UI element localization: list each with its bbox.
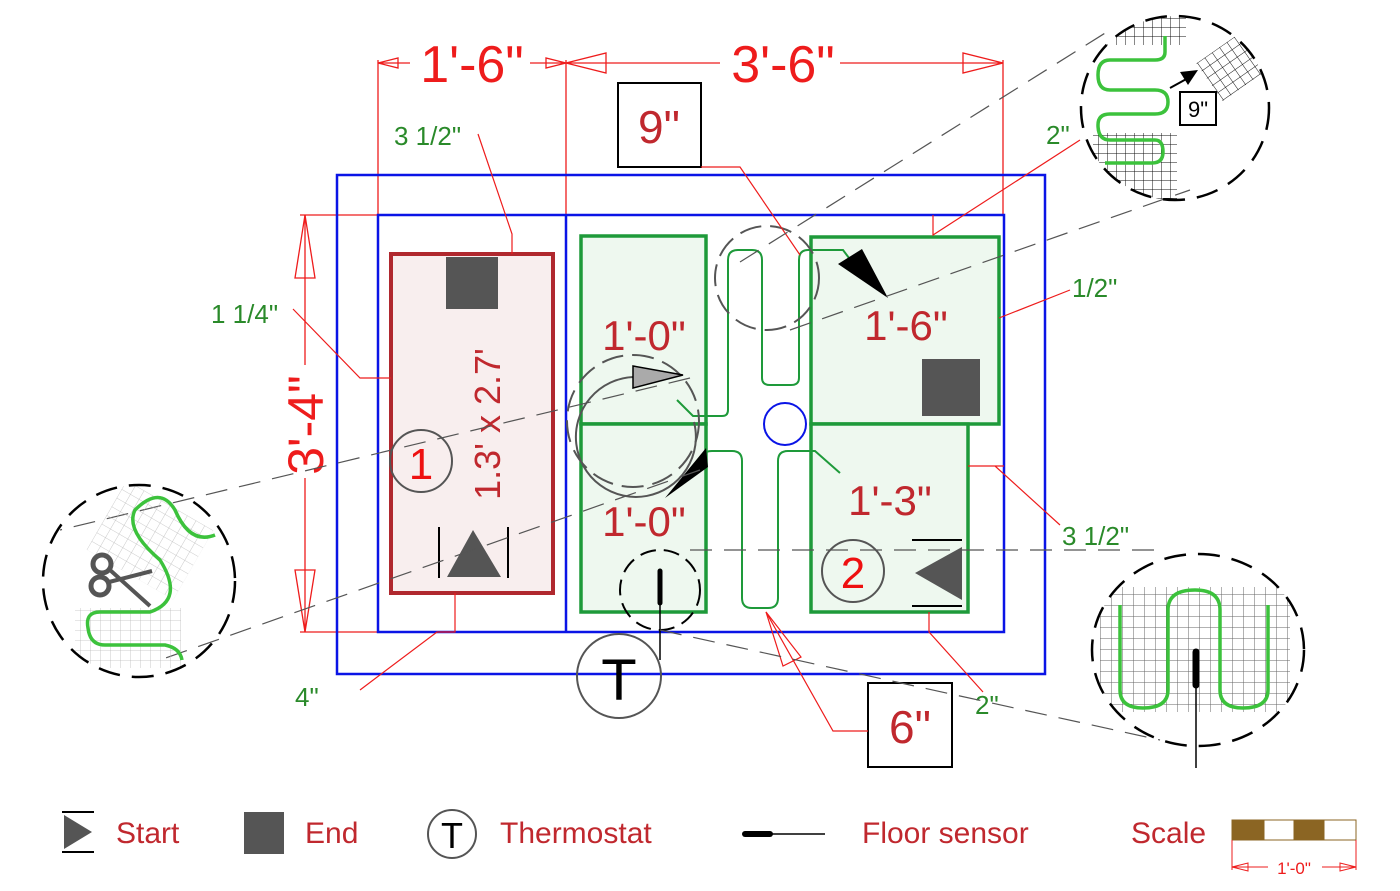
legend-scale-label: Scale xyxy=(1131,817,1206,850)
legend-floor-sensor-label: Floor sensor xyxy=(862,817,1029,850)
thermostat-legend-symbol: T xyxy=(441,815,463,856)
zone-1-size: 1.3' x 2.7' xyxy=(467,348,508,500)
mat-label: 1'-0" xyxy=(602,498,686,545)
end-marker-icon xyxy=(922,359,980,416)
callout-9in-text: 9" xyxy=(638,101,680,153)
gap-right-lower: 3 1/2" xyxy=(1062,521,1129,551)
gap-left: 1 1/4" xyxy=(211,299,278,329)
gap-top-right: 2" xyxy=(1046,120,1070,150)
scale-bar xyxy=(1231,819,1357,872)
thermostat-icon[interactable]: T xyxy=(576,633,662,719)
legend-thermostat: T Thermostat xyxy=(427,809,652,859)
direction-arrow-icon xyxy=(665,448,708,498)
outer-wall xyxy=(335,173,1047,676)
detail-circle xyxy=(714,225,820,331)
dimension-left-height: 3'-4" xyxy=(278,375,334,475)
legend-floor-sensor: Floor sensor xyxy=(742,817,1029,850)
zone-1[interactable]: 1.3' x 2.7' 1 xyxy=(389,252,555,595)
gap-right-upper: 1/2" xyxy=(1072,273,1117,303)
callout-6in: 6" xyxy=(765,611,953,768)
mat-lower-right[interactable]: 1'-3" 2 xyxy=(809,422,970,614)
thermostat-symbol: T xyxy=(601,648,636,713)
legend-thermostat-label: Thermostat xyxy=(500,817,652,850)
detail-scissors xyxy=(41,483,237,679)
detail-floor-sensor xyxy=(1090,552,1306,768)
gap-bottom-right: 2" xyxy=(975,690,999,720)
zone-1-number: 1 xyxy=(409,440,433,489)
end-marker-icon xyxy=(446,257,498,309)
heating-cable xyxy=(676,249,853,417)
legend-start: Start xyxy=(62,811,180,853)
gap-leaders xyxy=(292,133,1081,693)
left-dimension-line xyxy=(294,214,380,633)
inner-wall xyxy=(376,213,1006,634)
zone-2-number-circle xyxy=(821,539,885,603)
legend: Start End T Thermostat Floor sensor Scal… xyxy=(62,809,1357,878)
legend-end: End xyxy=(244,812,358,854)
mat-upper-right[interactable]: 1'-6" xyxy=(809,235,1001,426)
legend-end-label: End xyxy=(305,817,358,850)
heating-cable xyxy=(703,450,841,609)
zone-1-number-circle xyxy=(389,429,453,493)
mat-label: 1'-0" xyxy=(602,312,686,359)
legend-scale: Scale 1'-0" xyxy=(1131,817,1357,878)
mat-upper-left[interactable]: 1'-0" xyxy=(579,234,708,426)
zone-2-number: 2 xyxy=(841,549,865,598)
dimension-top-left: 1'-6" xyxy=(420,36,524,94)
dimension-top-right: 3'-6" xyxy=(731,36,835,94)
detail-cut-mat: 9" xyxy=(1079,14,1271,202)
scissors-icon xyxy=(88,552,153,608)
legend-start-label: Start xyxy=(116,817,180,850)
gap-bottom-left: 4" xyxy=(295,682,319,712)
gap-top-left: 3 1/2" xyxy=(394,121,461,151)
end-icon xyxy=(244,812,284,854)
mat-label: 1'-3" xyxy=(848,477,932,524)
projection-lines xyxy=(59,29,1191,741)
start-marker-icon xyxy=(912,539,962,607)
scale-length-label: 1'-0" xyxy=(1277,859,1311,878)
top-dimension-lines xyxy=(377,52,1004,215)
direction-arrow-icon xyxy=(838,249,888,298)
start-marker-icon xyxy=(438,527,509,578)
detail-9in-label: 9" xyxy=(1188,97,1208,122)
drain-icon xyxy=(763,402,807,446)
turn-arrow-icon xyxy=(566,354,700,498)
mat-lower-left[interactable]: 1'-0" xyxy=(579,422,708,614)
mat-label: 1'-6" xyxy=(864,302,948,349)
thermostat-legend-icon: T xyxy=(427,809,477,859)
callout-6in-text: 6" xyxy=(889,701,931,753)
callout-9in: 9" xyxy=(617,82,801,256)
start-icon xyxy=(62,811,94,853)
